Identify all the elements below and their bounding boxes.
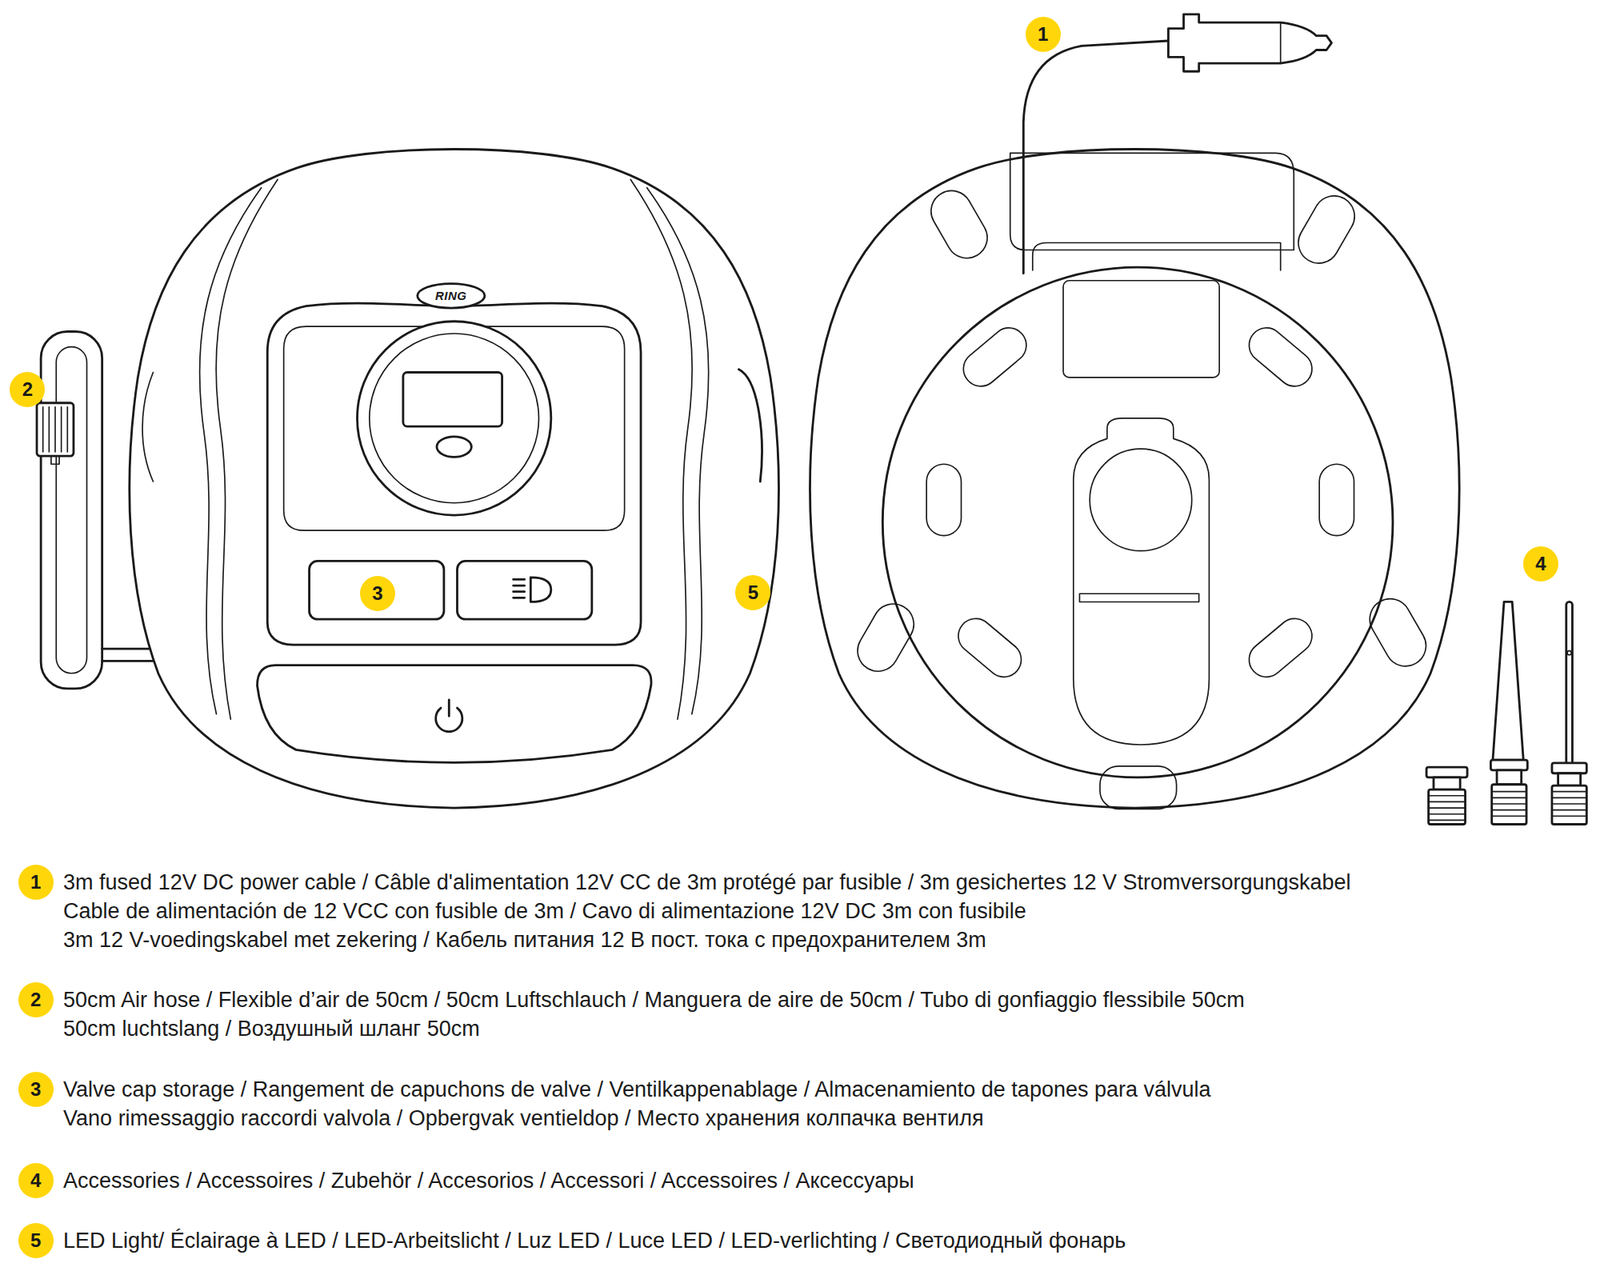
accessories <box>1558 773 1581 786</box>
compressor-front <box>267 303 641 645</box>
led-light <box>738 369 762 482</box>
compressor-back <box>1063 280 1220 378</box>
legend-text: Vano rimessaggio raccordi valvola / Opbe… <box>63 1105 984 1132</box>
accessories <box>1428 789 1466 824</box>
compressor-front <box>356 321 551 516</box>
legend-text: 3m fused 12V DC power cable / Câble d'al… <box>63 869 1352 896</box>
callout-number: 5 <box>30 1231 41 1251</box>
accessories <box>1552 792 1587 817</box>
compressor-front <box>36 149 779 809</box>
compressor-back <box>956 320 1033 394</box>
compressor-back <box>1089 448 1192 552</box>
accessories <box>1426 767 1468 778</box>
compressor-back <box>1079 593 1199 602</box>
accessories <box>1492 601 1524 760</box>
compressor-front <box>417 284 485 309</box>
accessories <box>1428 796 1466 821</box>
compressor-back <box>1291 188 1363 272</box>
callout-badge: 2 <box>9 372 45 408</box>
callout-number: 4 <box>30 1171 41 1191</box>
accessories <box>1566 601 1573 765</box>
callout-badge: 1 <box>1025 16 1061 52</box>
callout-badge: 4 <box>18 1163 54 1199</box>
compressor-back <box>1319 464 1354 536</box>
air-hose <box>56 347 87 674</box>
callout-badge: 3 <box>18 1072 54 1108</box>
compressor-front <box>513 577 552 603</box>
callout-number: 1 <box>1037 24 1048 44</box>
accessories <box>1496 770 1522 785</box>
callout-number: 3 <box>372 584 383 604</box>
callout-badge: 4 <box>1523 546 1559 582</box>
accessories <box>1426 601 1587 824</box>
brand-logo: RING <box>435 288 468 303</box>
compressor-back <box>951 612 1028 685</box>
callout-number: 2 <box>30 990 41 1010</box>
air-hose <box>36 403 74 456</box>
compressor-back <box>1168 14 1332 72</box>
compressor-front <box>403 372 503 428</box>
legend-text: Accessories / Accessoires / Zubehör / Ac… <box>63 1168 915 1194</box>
compressor-back <box>1242 612 1320 685</box>
legend-text: Cable de alimentación de 12 VCC con fusi… <box>63 898 1027 924</box>
air-hose <box>43 407 68 452</box>
compressor-back <box>1073 418 1210 745</box>
accessories <box>1490 760 1528 771</box>
legend-text: LED Light/ Éclairage à LED / LED-Arbeits… <box>63 1228 1126 1254</box>
compressor-front <box>369 333 540 504</box>
compressor-front <box>436 436 472 458</box>
compressor-back <box>1362 591 1434 674</box>
legend-text: 50cm luchtslang / Воздушный шланг 50cm <box>63 1016 480 1042</box>
compressor-front <box>309 560 444 620</box>
compressor-front <box>142 372 153 482</box>
compressor-back <box>1010 152 1295 250</box>
compressor-back <box>1023 40 1168 274</box>
callout-number: 1 <box>30 872 41 892</box>
accessories <box>1552 785 1587 824</box>
compressor-back <box>810 14 1460 810</box>
callout-number: 2 <box>22 380 33 400</box>
callout-badge: 1 <box>18 864 54 900</box>
accessories <box>1552 763 1587 774</box>
callout-number: 5 <box>748 583 759 603</box>
callout-number: 4 <box>1535 554 1546 574</box>
compressor-back <box>882 267 1393 778</box>
callout-badge: 2 <box>18 982 54 1018</box>
accessories <box>1567 651 1572 656</box>
compressor-front <box>456 560 592 620</box>
legend-text: 3m 12 V-voedingskabel met zekering / Каб… <box>63 927 987 953</box>
legend-text: Valve cap storage / Rangement de capucho… <box>63 1076 1211 1103</box>
compressor-front <box>436 700 463 732</box>
callout-number: 3 <box>30 1080 41 1100</box>
callout-badge: 3 <box>360 576 396 612</box>
compressor-back <box>924 183 996 266</box>
compressor-back <box>810 149 1460 809</box>
accessories <box>1492 784 1527 825</box>
compressor-back <box>1280 22 1282 64</box>
callout-badge: 5 <box>735 575 771 611</box>
compressor-back <box>850 596 922 680</box>
compressor-front <box>257 665 652 764</box>
compressor-front <box>199 188 261 715</box>
compressor-back <box>1100 766 1177 810</box>
compressor-back <box>1032 243 1281 271</box>
compressor-front <box>647 188 709 715</box>
compressor-back <box>1242 320 1320 394</box>
body-outline <box>129 149 780 809</box>
callout-badge: 5 <box>18 1223 54 1259</box>
legend-text: 50cm Air hose / Flexible d’air de 50cm /… <box>63 987 1245 1013</box>
air-hose <box>51 456 60 464</box>
compressor-back <box>926 464 961 536</box>
accessories <box>1433 777 1460 790</box>
air-hose <box>40 331 103 688</box>
accessories <box>1492 792 1527 817</box>
